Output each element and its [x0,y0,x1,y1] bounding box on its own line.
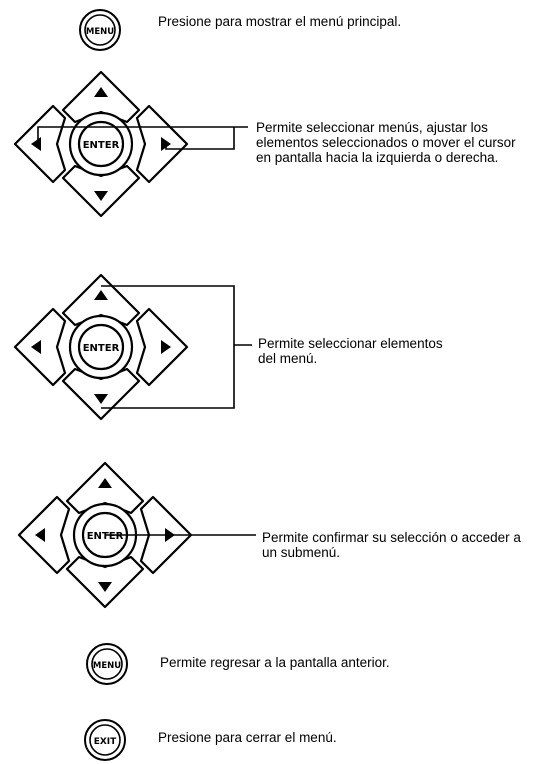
caption-enter: Permite confirmar su selección o acceder… [262,530,521,560]
menu-button-top: MENU [79,9,121,51]
menu-label-back: MENU [93,661,121,671]
dpad-enter: ENTER [17,461,193,609]
enter-label-1: ENTER [83,140,120,151]
menu-label-top: MENU [86,27,114,37]
connector-left-right [37,126,248,150]
caption-exit: Presione para cerrar el menú. [158,730,337,745]
enter-label-2: ENTER [83,343,120,354]
dpad-up-down: ENTER [13,273,189,421]
connector-up-down [101,285,252,409]
caption-up-down: Permite seleccionar elementos del menú. [258,336,443,366]
caption-menu-back: Permite regresar a la pantalla anterior. [160,655,390,670]
exit-label: EXIT [94,737,117,747]
exit-button: EXIT [84,719,126,761]
caption-menu-show: Presione para mostrar el menú principal. [158,14,402,29]
menu-button-back: MENU [86,643,128,685]
caption-left-right: Permite seleccionar menús, ajustar los e… [256,120,516,165]
dpad-left-right: ENTER [13,70,189,218]
enter-label-3: ENTER [87,531,124,542]
